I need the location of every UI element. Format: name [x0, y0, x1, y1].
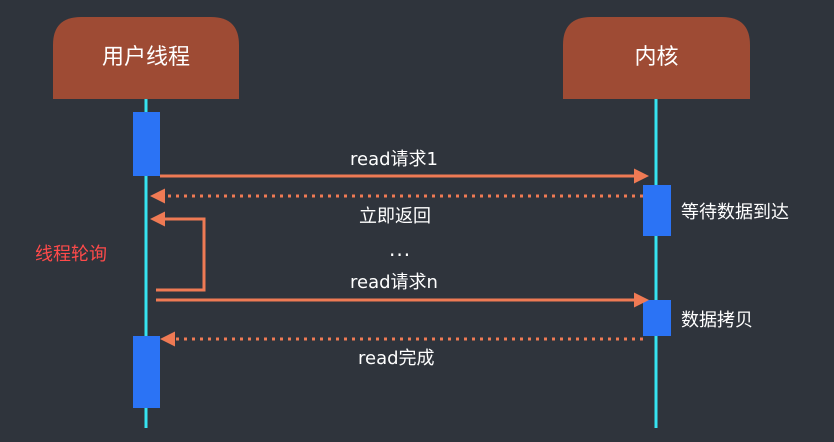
thread-polling-loop-arrow: [150, 211, 206, 292]
kernel-header-box: [563, 17, 750, 99]
read-complete-label: read完成: [358, 348, 435, 369]
return-immediately-label: 立即返回: [359, 206, 431, 227]
user-thread-activation-end: [133, 336, 160, 408]
read-request-1-label: read请求1: [350, 149, 438, 170]
ellipsis-label: ...: [389, 237, 412, 261]
user-thread-label: 用户线程: [101, 45, 190, 70]
wait-for-data-label: 等待数据到达: [681, 202, 789, 223]
data-copy-label: 数据拷贝: [681, 310, 753, 331]
kernel-copy-activation: [643, 300, 671, 336]
thread-polling-label: 线程轮询: [35, 244, 107, 265]
kernel-label: 内核: [634, 45, 679, 70]
user-thread-header-box: [53, 17, 239, 99]
read-request-n-label: read请求n: [350, 272, 438, 293]
kernel-wait-activation: [643, 185, 671, 236]
user-thread-activation-start: [133, 112, 160, 176]
